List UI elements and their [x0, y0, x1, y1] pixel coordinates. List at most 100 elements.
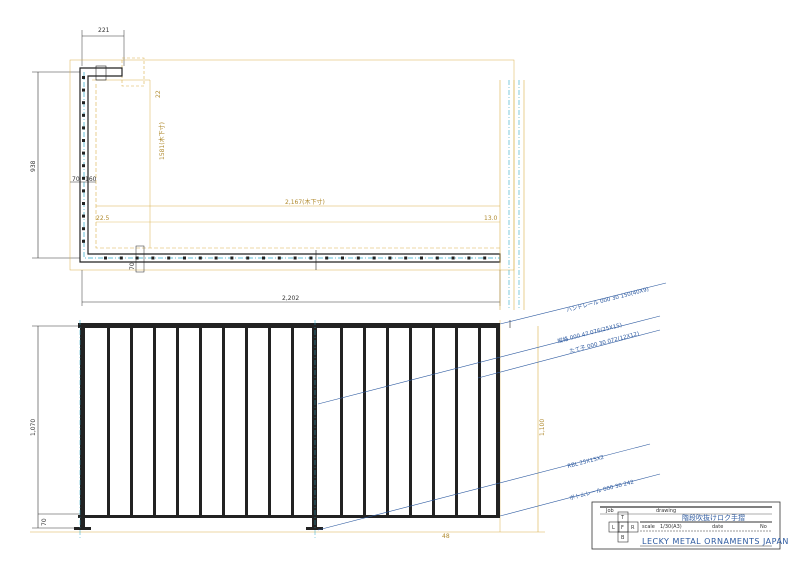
elev-baluster [432, 328, 435, 515]
plan-post-marker [82, 214, 85, 218]
elev-bottom-rail [78, 515, 500, 518]
dim-left-height: 938 [30, 71, 80, 259]
plan-view: 221 938 1581(木下寸) 22 70 [30, 27, 525, 310]
plan-post-marker [277, 256, 281, 260]
plan-post-marker [404, 256, 408, 260]
elev-baluster [455, 328, 458, 515]
elev-baluster [386, 328, 389, 515]
plan-post-marker [341, 256, 344, 260]
plan-post-marker [135, 256, 139, 260]
plan-post-marker [82, 202, 85, 205]
plan-post-marker [467, 256, 471, 260]
elev-baseplate-center [306, 527, 323, 530]
dim-left-spacing-a: 70 [72, 176, 80, 183]
plan-posts-left [82, 76, 85, 243]
tb-view-l: L [612, 525, 615, 531]
tb-date-label: date [712, 524, 723, 530]
elev-baluster [409, 328, 412, 515]
leader-handrail [499, 282, 667, 325]
plan-post-marker [262, 256, 265, 260]
elev-baseplate-left [74, 527, 91, 530]
plan-post-marker [183, 256, 186, 260]
elev-baluster [199, 328, 202, 515]
plan-post-marker [82, 239, 85, 243]
tb-scale-value: 1/30(A3) [660, 524, 682, 530]
dim-end-left: 22.5 [96, 215, 110, 222]
plan-post-marker [388, 256, 392, 260]
plan-post-marker [451, 256, 455, 260]
dim-inner-length: 2,167(木下寸) 22.5 13.0 [96, 198, 500, 223]
plan-post-marker [435, 256, 439, 260]
plan-post-marker [420, 256, 423, 260]
elev-post-center [312, 328, 317, 530]
elev-baluster [130, 328, 133, 515]
plan-corner-detail [95, 65, 107, 81]
plan-post-marker [82, 101, 85, 105]
elev-baluster [107, 328, 110, 515]
leader-vertical [477, 329, 661, 379]
tb-drawing-title: 階段吹抜けロク手摺 [682, 513, 745, 522]
tb-view-t: T [620, 515, 625, 521]
plan-post-marker [82, 126, 85, 130]
plan-post-marker [167, 256, 171, 260]
plan-side-small: 22 [155, 90, 162, 98]
elevation-view: 1,070 70 1,100 48 [30, 282, 667, 540]
leader-post [317, 443, 651, 531]
plan-post-marker [230, 256, 234, 260]
plan-post-marker [293, 256, 297, 260]
dim-left-spacing: 70 160 [70, 176, 97, 183]
tb-view-r: R [631, 525, 635, 531]
elev-baluster [176, 328, 179, 515]
plan-post-marker [483, 256, 487, 260]
plan-post-marker [82, 189, 85, 193]
dim-end-right: 13.0 [484, 215, 498, 222]
tb-view-f: F [621, 525, 624, 531]
elev-balusters [107, 328, 481, 515]
elev-baluster [222, 328, 225, 515]
plan-post-marker [82, 227, 85, 231]
callout-handrail: ハンドレール 000 30 150(40X9) [566, 287, 650, 314]
plan-post-marker [82, 76, 85, 79]
plan-post-marker [151, 256, 155, 260]
elev-baluster [478, 328, 481, 515]
tb-view-symbol: T L F R B [608, 511, 639, 543]
plan-post-marker [246, 256, 250, 260]
tb-view-b: B [621, 535, 625, 541]
plan-post-marker [309, 256, 313, 260]
plan-post-marker [325, 256, 329, 260]
plan-inner-guide [92, 79, 151, 248]
elev-baluster [363, 328, 366, 515]
plan-post-marker [119, 256, 123, 260]
elev-baluster [153, 328, 156, 515]
plan-post-marker [198, 256, 202, 260]
plan-inner-dashed [95, 84, 500, 249]
plan-post-marker [372, 256, 376, 260]
elev-handrail [78, 323, 500, 328]
plan-corner-box [121, 57, 145, 87]
plan-post-marker [104, 256, 107, 260]
plan-post-marker [82, 88, 85, 92]
plan-post-marker [82, 113, 85, 117]
plan-post-marker [82, 176, 85, 180]
tb-company: LECKY METAL ORNAMENTS JAPAN [642, 537, 789, 546]
callout-post: RBL 25X15X2 [567, 455, 605, 470]
plan-bottom-detail [135, 245, 145, 273]
plan-side-label: 1581(木下寸) [158, 122, 166, 160]
dim-elev-height-right-label: 1,100 [539, 419, 546, 436]
plan-centerline [83, 72, 500, 259]
plan-post-marker [82, 164, 85, 168]
tb-project-label: Job [605, 508, 614, 514]
tb-sheet-no: No [760, 524, 767, 530]
leader-baluster [317, 315, 661, 405]
plan-yellow-outline [69, 59, 515, 271]
plan-post-marker [356, 256, 360, 260]
tb-scale-label: scale [642, 524, 655, 530]
plan-post-marker [82, 151, 85, 155]
dim-inner-length-label: 2,167(木下寸) [285, 198, 325, 206]
dim-elev-height-right: 1,100 [537, 326, 546, 532]
dim-total-length-label: 2,202 [282, 295, 299, 302]
dim-elev-height-left-label: 1,070 [30, 419, 37, 436]
dim-elev-height-left: 1,070 [30, 325, 80, 529]
elev-baluster [340, 328, 343, 515]
elev-baluster [268, 328, 271, 515]
